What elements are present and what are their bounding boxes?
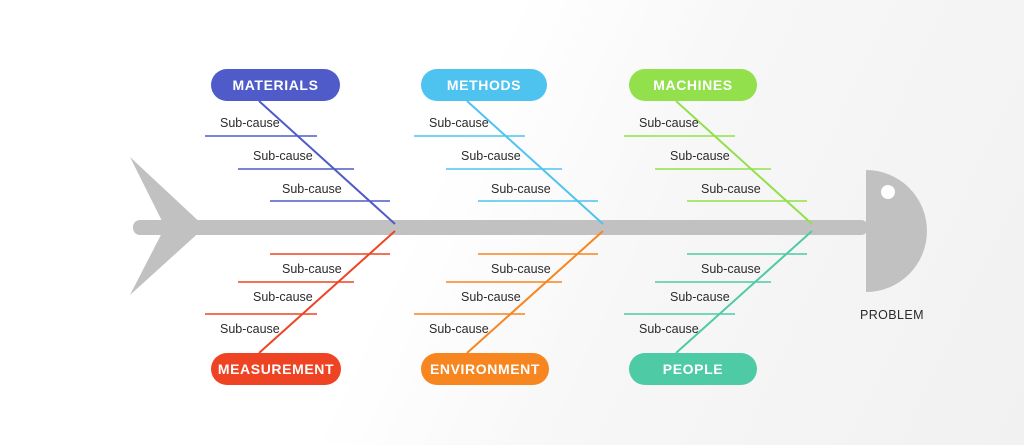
sub-cause-label-machines-3[interactable]: Sub-cause <box>701 182 761 196</box>
sub-cause-label-environment-3[interactable]: Sub-cause <box>429 322 489 336</box>
category-pill-measurement[interactable]: MEASUREMENT <box>211 353 341 385</box>
sub-cause-label-methods-3[interactable]: Sub-cause <box>491 182 551 196</box>
sub-cause-label-environment-2[interactable]: Sub-cause <box>461 290 521 304</box>
category-pill-people[interactable]: PEOPLE <box>629 353 757 385</box>
sub-cause-label-materials-3[interactable]: Sub-cause <box>282 182 342 196</box>
branch-line-environment <box>466 230 604 354</box>
sub-cause-label-measurement-1[interactable]: Sub-cause <box>282 262 342 276</box>
branch-layer <box>205 100 813 354</box>
sub-cause-label-machines-2[interactable]: Sub-cause <box>670 149 730 163</box>
sub-cause-label-methods-2[interactable]: Sub-cause <box>461 149 521 163</box>
category-pill-environment[interactable]: ENVIRONMENT <box>421 353 549 385</box>
branch-line-measurement <box>258 230 396 354</box>
branch-line-people <box>675 230 813 354</box>
sub-cause-label-measurement-3[interactable]: Sub-cause <box>220 322 280 336</box>
sub-cause-label-machines-1[interactable]: Sub-cause <box>639 116 699 130</box>
sub-cause-label-materials-1[interactable]: Sub-cause <box>220 116 280 130</box>
sub-cause-label-people-3[interactable]: Sub-cause <box>639 322 699 336</box>
branch-line-machines <box>675 100 813 225</box>
sub-cause-label-measurement-2[interactable]: Sub-cause <box>253 290 313 304</box>
fish-eye-icon <box>881 185 895 199</box>
sub-cause-label-methods-1[interactable]: Sub-cause <box>429 116 489 130</box>
problem-label: PROBLEM <box>860 308 924 322</box>
sub-cause-label-materials-2[interactable]: Sub-cause <box>253 149 313 163</box>
fish-spine <box>133 220 868 235</box>
sub-cause-label-people-2[interactable]: Sub-cause <box>670 290 730 304</box>
category-pill-machines[interactable]: MACHINES <box>629 69 757 101</box>
branch-line-materials <box>258 100 396 225</box>
category-pill-methods[interactable]: METHODS <box>421 69 547 101</box>
category-pill-materials[interactable]: MATERIALS <box>211 69 340 101</box>
sub-cause-label-environment-1[interactable]: Sub-cause <box>491 262 551 276</box>
branch-line-methods <box>466 100 604 225</box>
fish-head-icon <box>866 170 927 292</box>
sub-cause-label-people-1[interactable]: Sub-cause <box>701 262 761 276</box>
